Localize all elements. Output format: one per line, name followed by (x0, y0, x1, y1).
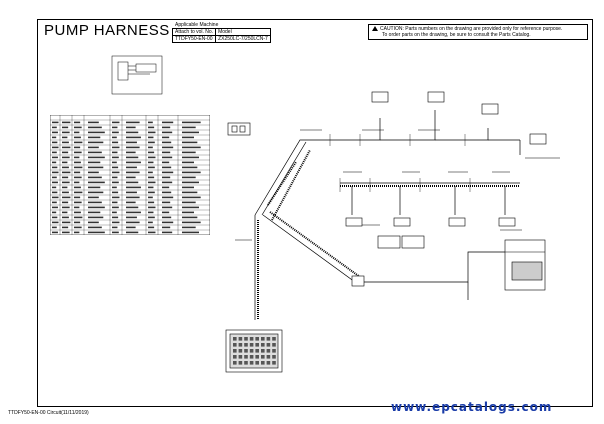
connector-side-view (504, 239, 546, 291)
attach-value: TTDFY50-EN-00 (171, 35, 217, 43)
footer-text: TTDFY50-EN-00 Circuit(11/11/2019) (8, 410, 89, 416)
harness-main (254, 110, 521, 320)
connectors (345, 91, 547, 287)
terminal-detail (227, 122, 251, 136)
applicable-table: Attach to vol. No. Model TTDFY50-EN-00 Z… (171, 28, 271, 43)
main-connector (225, 329, 283, 373)
drawing-frame (37, 19, 593, 407)
connector-detail (111, 55, 163, 95)
model-value: ZX250LC-7/250LCN-7 (215, 35, 271, 43)
caution-line-2: To order parts on the drawing, be sure t… (382, 32, 531, 38)
warning-icon (372, 26, 378, 31)
caution-line-1: CAUTION: Parts numbers on the drawing ar… (380, 26, 563, 32)
applicable-header: Applicable Machine (175, 22, 219, 28)
page-title: PUMP HARNESS (44, 22, 170, 39)
applicable-machine-block: Applicable Machine Attach to vol. No. Mo… (171, 22, 271, 43)
wire-table (50, 115, 210, 235)
dimension-marks (329, 134, 471, 192)
caution-box: CAUTION: Parts numbers on the drawing ar… (368, 24, 588, 40)
watermark: www.epcatalogs.com (391, 400, 553, 414)
label-marks (235, 129, 560, 241)
